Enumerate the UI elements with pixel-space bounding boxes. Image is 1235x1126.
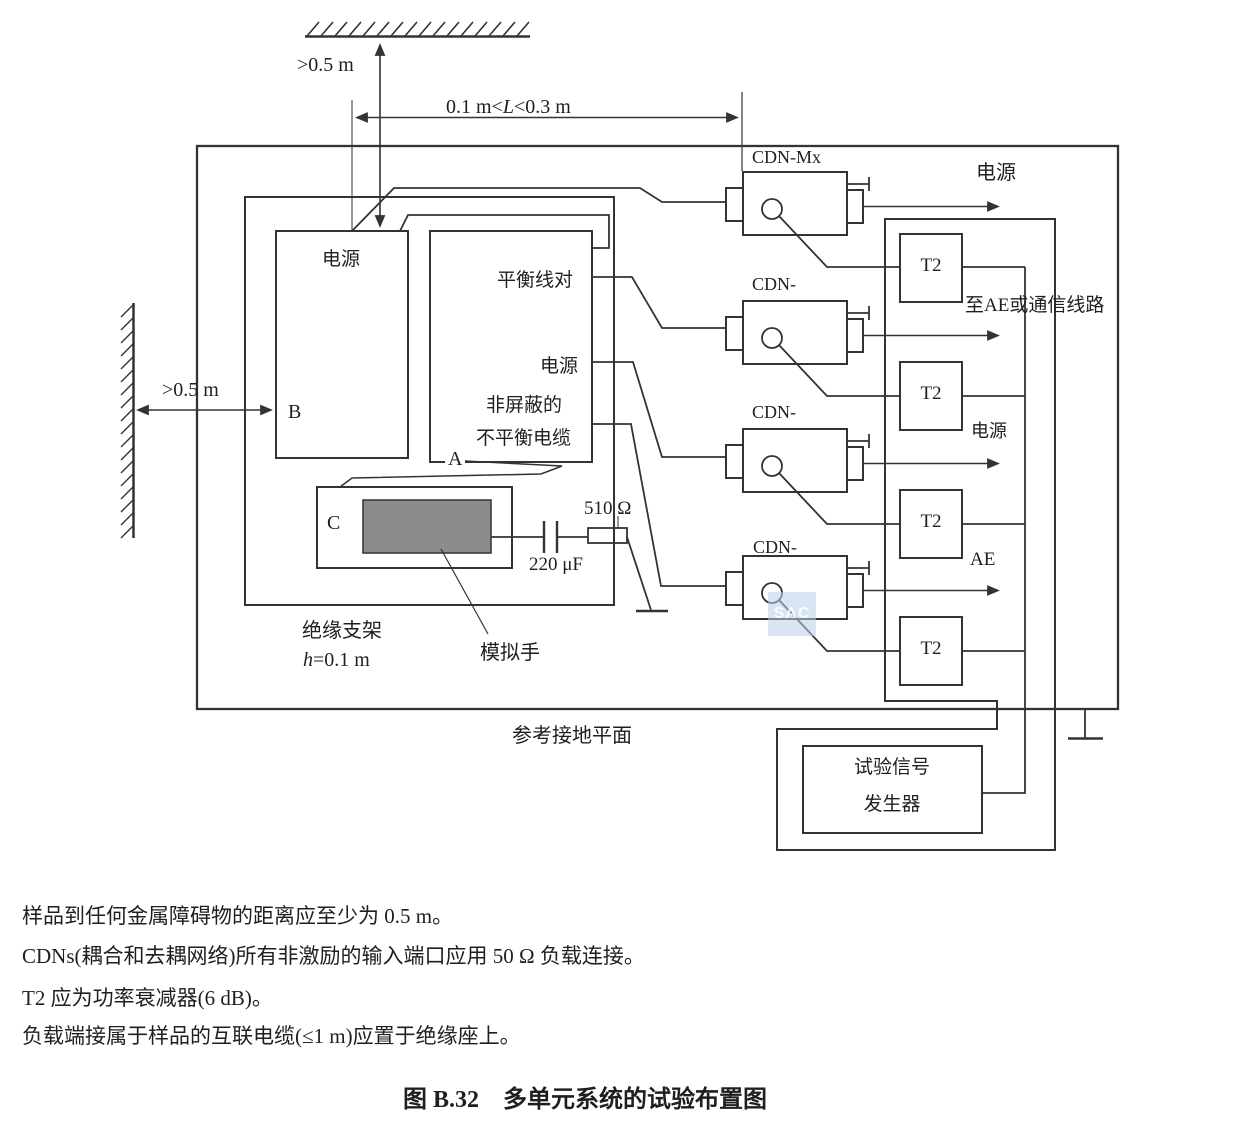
signal-generator-box [802,745,983,834]
insulating-support-box [244,196,615,606]
figure-caption: 图 B.32 多单元系统的试验布置图 [402,1087,768,1113]
t2-boxes [899,233,1026,794]
cdn-mx-label: CDN-Mx [752,147,822,167]
ceiling-hatch [305,21,530,38]
port-unshielded-label: 非屏蔽的 [486,395,563,416]
cable-length-pre: 0.1 m< [446,96,503,118]
top-clearance-label: >0.5 m [297,54,354,76]
hand-rc-network [491,516,668,613]
t2-1-label: T2 [920,255,942,276]
cable-length-post: <0.3 m [513,96,571,118]
cdn-3 [725,428,1000,525]
support-height-val: =0.1 m [313,649,370,671]
note-2: CDNs(耦合和去耦网络)所有非激励的输入端口应用 50 Ω 负载连接。 [22,944,645,968]
note-3: T2 应为功率衰减器(6 dB)。 [22,986,273,1010]
port-balanced-pair-label: 平衡线对 [497,270,574,291]
output-ae-comm-label: 至AE或通信线路 [965,295,1105,316]
cdn-4-label: CDN- [753,537,797,557]
t2-2-label: T2 [920,383,942,404]
left-wall-hatch [120,303,135,539]
earth-symbol [1068,709,1103,740]
cdn-2-label: CDN- [752,274,796,294]
unit-b-label: B [288,401,302,423]
note-1: 样品到任何金属障碍物的距离应至少为 0.5 m。 [22,904,454,928]
artificial-hand-label: 模拟手 [480,642,540,664]
output-power-mid-label: 电源 [971,421,1007,441]
cdn-2 [725,300,1000,397]
cdn-3-label: CDN- [752,402,796,422]
unit-a-box [429,230,593,463]
output-power-top-label: 电源 [976,162,1016,184]
cable-length-var: L [502,96,514,118]
generator-label-line1: 试验信号 [853,757,931,778]
unit-c-label: C [327,512,341,534]
sac-watermark: SAC [768,592,816,636]
eut-cables [339,187,726,587]
support-height-label: h=0.1 m [303,649,370,672]
cdn-4 [725,555,1000,652]
artificial-hand-pad [362,499,492,554]
termination-enclosure [776,218,1056,851]
t2-4-label: T2 [920,638,942,659]
output-ae-label: AE [970,549,996,570]
dimension-lines [136,43,743,416]
generator-label-line2: 发生器 [863,794,921,815]
support-height-var: h [303,649,313,671]
resistor-label: 510 Ω [584,498,632,519]
ground-plane-box [195,144,1120,711]
unit-b-port-label: 电源 [322,249,361,270]
unit-b-box [275,230,409,459]
ground-plane-label: 参考接地平面 [512,725,632,747]
unit-c-box [316,486,513,569]
t2-3-label: T2 [920,511,942,532]
note-4: 负载端接属于样品的互联电缆(≤1 m)应置于绝缘座上。 [22,1024,521,1048]
cdn-mx [725,171,1000,268]
left-clearance-label: >0.5 m [162,379,219,401]
insulating-support-label: 绝缘支架 [302,620,382,642]
port-unbalanced-cable-label: 不平衡电缆 [476,428,572,449]
unit-a-label: A [445,448,466,471]
artificial-hand-leader [440,548,489,635]
capacitor-label: 220 μF [529,554,584,575]
t2-output-bus [982,267,1026,794]
port-power-label: 电源 [540,356,579,377]
cable-length-label: 0.1 m<L<0.3 m [446,96,571,119]
